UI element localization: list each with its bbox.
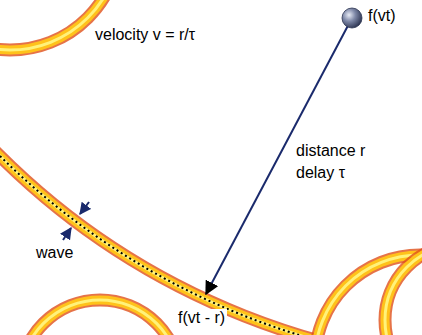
thickness-arrow: [80, 202, 89, 214]
thickness-arrow: [63, 228, 71, 240]
distance-label: distance r: [296, 142, 365, 160]
source-label: f(vt): [368, 7, 396, 25]
wavefront-label: f(vt - r): [176, 309, 227, 327]
velocity-label: velocity v = r/τ: [95, 26, 195, 44]
source-ball: [342, 8, 362, 28]
wavefront-dotted-line: [0, 156, 299, 335]
delay-label: delay τ: [296, 164, 345, 182]
wave-label: wave: [36, 244, 73, 262]
